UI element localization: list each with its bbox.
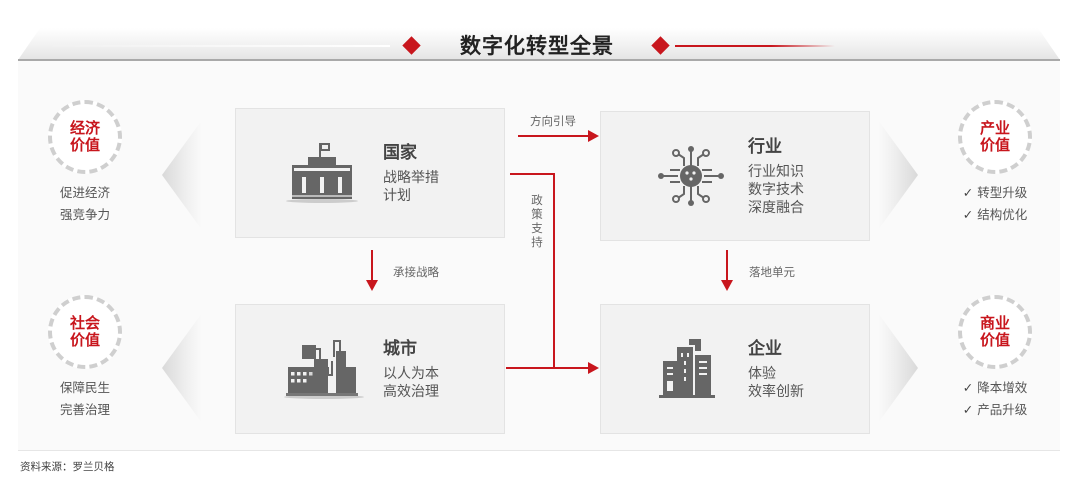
value-point: 强竞争力 <box>59 207 110 222</box>
flow-arrow-line <box>506 367 590 369</box>
value-point: 降本增效 <box>940 377 1050 399</box>
card-line: 战略举措 <box>383 170 439 186</box>
value-point: 结构优化 <box>940 204 1050 226</box>
card-line: 行业知识 <box>748 164 804 180</box>
value-title-line1: 产业 <box>979 119 1010 137</box>
page-title: 数字化转型全景 <box>460 34 614 58</box>
value-points: 转型升级 结构优化 <box>940 182 1050 226</box>
value-title-line2: 价值 <box>979 136 1010 154</box>
circuit-chip-icon <box>646 141 736 211</box>
flow-arrow-line <box>518 135 590 137</box>
office-building-icon <box>646 334 736 404</box>
card-title: 行业 <box>748 137 782 157</box>
dashed-circle: 经济价值 <box>48 100 122 174</box>
card-enterprise: 企业 体验 效率创新 <box>600 304 870 434</box>
flow-label-policy: 政策支持 <box>531 193 543 249</box>
value-economic: 经济价值 促进经济 强竞争力 <box>30 100 140 226</box>
value-points: 降本增效 产品升级 <box>940 377 1050 421</box>
card-line: 体验 <box>748 366 776 382</box>
card-line: 深度融合 <box>748 200 804 216</box>
arrow-down-icon <box>721 280 733 291</box>
card-line: 计划 <box>383 188 411 204</box>
factory-icon <box>281 334 371 404</box>
card-text: 行业 行业知识 数字技术 深度融合 <box>748 135 804 217</box>
dashed-circle: 社会价值 <box>48 295 122 369</box>
card-text: 城市 以人为本 高效治理 <box>383 337 439 401</box>
value-social: 社会价值 保障民生 完善治理 <box>30 295 140 421</box>
value-title-line2: 价值 <box>69 331 100 349</box>
value-point: 促进经济 <box>59 185 110 200</box>
card-country: 国家 战略举措 计划 <box>235 108 505 238</box>
source-note: 资料来源：罗兰贝格 <box>20 461 115 473</box>
header-accent-line <box>675 45 835 47</box>
card-title: 企业 <box>748 339 782 359</box>
value-point: 完善治理 <box>59 402 110 417</box>
card-industry: 行业 行业知识 数字技术 深度融合 <box>600 111 870 241</box>
card-line: 效率创新 <box>748 384 804 400</box>
arrow-right-icon <box>588 362 599 374</box>
header-left-line <box>40 45 390 47</box>
dashed-circle: 商业价值 <box>958 295 1032 369</box>
flow-arrow-line <box>726 250 728 280</box>
value-point: 产品升级 <box>940 399 1050 421</box>
value-title-line1: 商业 <box>979 314 1010 332</box>
value-point: 保障民生 <box>59 380 110 395</box>
card-title: 国家 <box>383 143 417 163</box>
value-points: 促进经济 强竞争力 <box>30 182 140 226</box>
card-line: 以人为本 <box>383 366 439 382</box>
card-text: 企业 体验 效率创新 <box>748 337 804 401</box>
flow-arrow-line <box>510 173 555 175</box>
arrow-right-icon <box>588 130 599 142</box>
value-points: 保障民生 完善治理 <box>30 377 140 421</box>
card-city: 城市 以人为本 高效治理 <box>235 304 505 434</box>
flow-arrow-line <box>553 173 555 368</box>
card-line: 高效治理 <box>383 384 439 400</box>
flow-label-inherit: 承接战略 <box>393 265 439 279</box>
flow-label-direction: 方向引导 <box>530 114 576 128</box>
header-divider <box>18 59 1060 61</box>
value-title-line1: 经济 <box>69 119 100 137</box>
value-title-line2: 价值 <box>69 136 100 154</box>
government-building-icon <box>281 138 371 208</box>
card-text: 国家 战略举措 计划 <box>383 141 439 205</box>
header-band <box>18 28 1060 60</box>
flow-arrow-line <box>371 250 373 280</box>
arrow-down-icon <box>366 280 378 291</box>
card-title: 城市 <box>383 339 417 359</box>
value-title-line2: 价值 <box>979 331 1010 349</box>
card-line: 数字技术 <box>748 182 804 198</box>
dashed-circle: 产业价值 <box>958 100 1032 174</box>
flow-label-landing: 落地单元 <box>749 265 795 279</box>
value-point: 转型升级 <box>940 182 1050 204</box>
value-title-line1: 社会 <box>69 314 100 332</box>
